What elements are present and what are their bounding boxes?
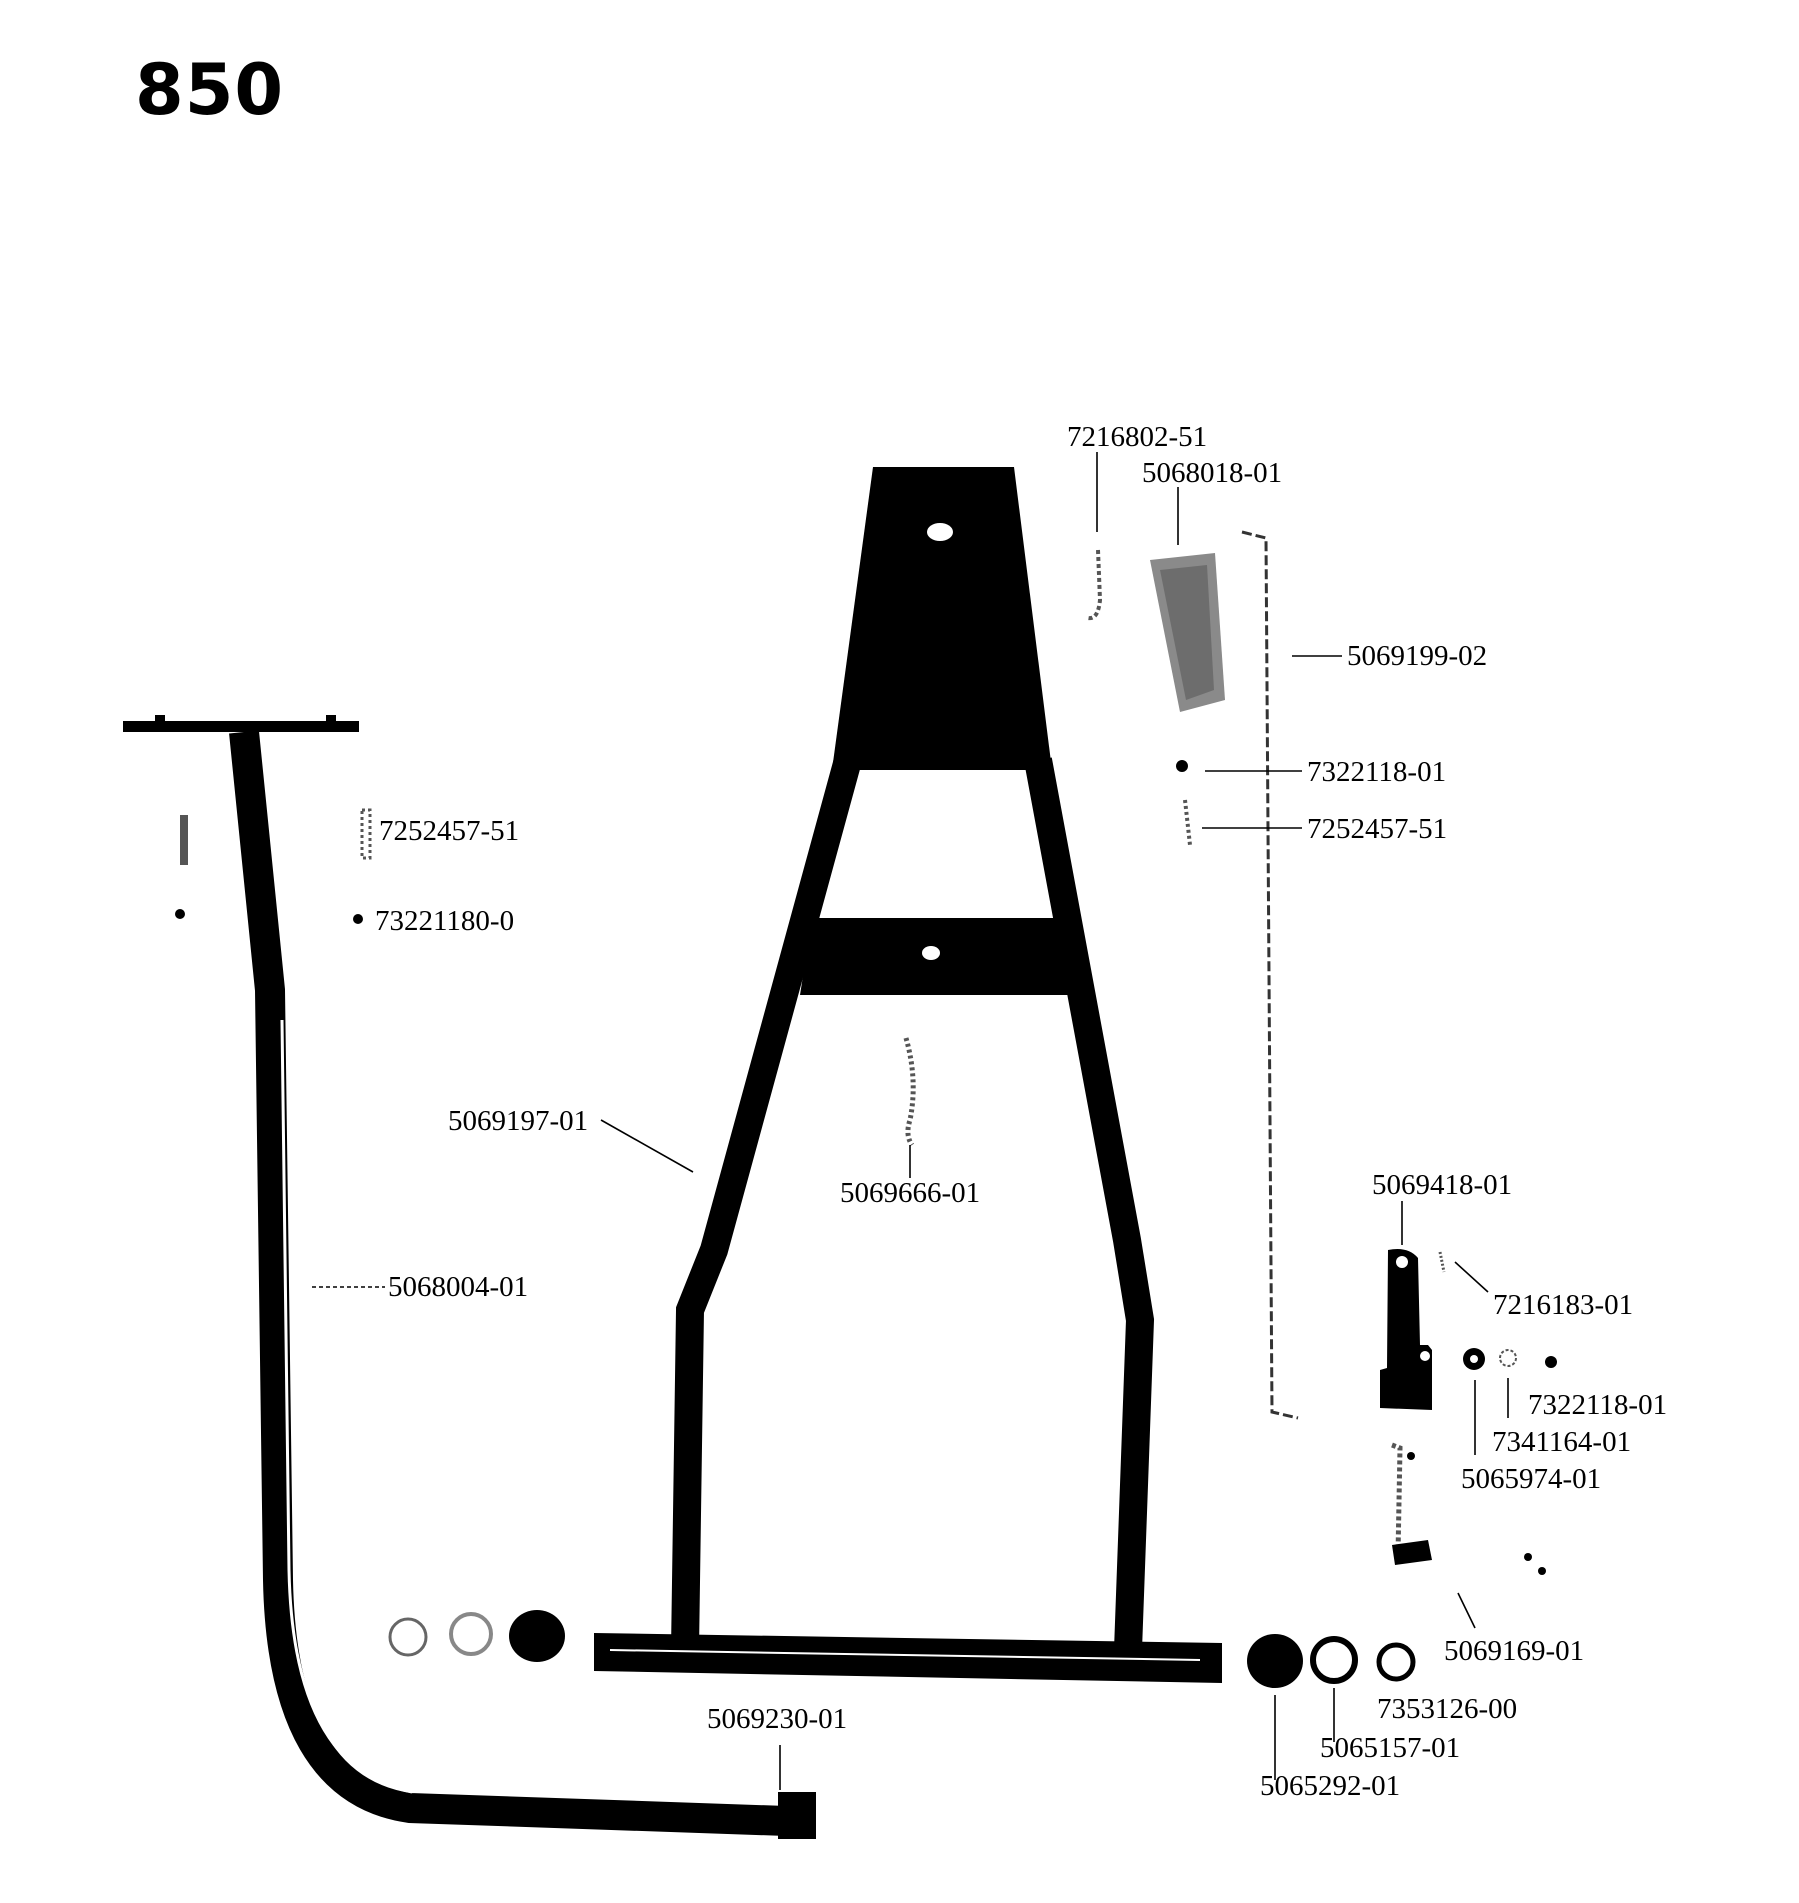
a-frame-cross-hole (922, 946, 940, 960)
spring-block-texture (1160, 565, 1214, 700)
label-5065157-01: 5065157-01 (1320, 1732, 1460, 1764)
bracket (1391, 1442, 1426, 1558)
axle-bar-highlight (609, 1649, 1201, 1661)
label-5069666-01: 5069666-01 (840, 1177, 980, 1209)
label-5069197-01: 5069197-01 (448, 1105, 588, 1137)
long-rod (1241, 530, 1299, 1420)
leg-plate-tab-left (155, 715, 165, 722)
label-7341164-01: 7341164-01 (1492, 1426, 1631, 1458)
bracket-nut-a (1524, 1553, 1532, 1561)
label-7252457-51-right: 7252457-51 (1307, 813, 1447, 845)
leg-plate-tab-right (326, 715, 336, 722)
nut-left-b (353, 914, 363, 924)
nut-lower (1545, 1356, 1557, 1368)
label-5065292-01: 5065292-01 (1260, 1770, 1400, 1802)
bracket-nut-b (1538, 1567, 1546, 1575)
support-leg (123, 715, 816, 1839)
axle-parts (388, 1610, 1416, 1780)
bracket-bolt (1407, 1452, 1415, 1460)
a-frame-left-leg (671, 756, 862, 1651)
bolt-left-b (360, 808, 372, 860)
leg-tube (229, 730, 816, 1837)
leg-tube-highlight (280, 1019, 413, 1794)
leg-foot-plate (123, 721, 359, 732)
lever-hole-top (1396, 1256, 1408, 1268)
a-frame-axle-bar (594, 1633, 1222, 1683)
lever-arm (1380, 1249, 1432, 1410)
nut-upper (1176, 760, 1188, 772)
label-5069199-02: 5069199-02 (1347, 640, 1487, 672)
label-73221180-0: 73221180-0 (375, 905, 514, 937)
small-pin (1438, 1251, 1446, 1273)
page-number: 850 (135, 49, 285, 131)
hub-cap-left (509, 1610, 565, 1662)
upper-right-hardware (1087, 452, 1342, 1420)
left-hardware (175, 808, 372, 924)
washer-left-1 (388, 1617, 428, 1657)
cotter-pin (1087, 549, 1103, 621)
a-frame-right-leg (1024, 757, 1155, 1651)
washer-left-2 (449, 1612, 493, 1656)
washer-right-2 (1376, 1642, 1416, 1682)
label-5069230-01: 5069230-01 (707, 1703, 847, 1735)
a-frame-stand (594, 467, 1222, 1683)
label-5068004-01: 5068004-01 (388, 1271, 528, 1303)
label-7216183-01: 7216183-01 (1493, 1289, 1633, 1321)
label-7252457-51-left: 7252457-51 (379, 815, 519, 847)
a-frame-top-hole (927, 523, 953, 541)
label-7353126-00: 7353126-00 (1377, 1693, 1517, 1725)
label-7216802-51: 7216802-51 (1067, 421, 1207, 453)
a-frame-top-plate (832, 467, 1052, 770)
label-5069418-01: 5069418-01 (1372, 1169, 1512, 1201)
hub-cap-right (1247, 1634, 1303, 1688)
label-5068018-01: 5068018-01 (1142, 457, 1282, 489)
nut-left-a (175, 909, 185, 919)
lever-hole-side (1420, 1351, 1430, 1361)
bolt-left-a (180, 815, 188, 865)
label-7322118-01-bottom: 7322118-01 (1528, 1389, 1667, 1421)
spring-pin (903, 1037, 916, 1178)
bolt-upper (1183, 799, 1192, 846)
bracket-foot (1392, 1540, 1432, 1565)
washer-right-1 (1310, 1636, 1358, 1684)
label-5069169-01: 5069169-01 (1444, 1635, 1584, 1667)
bushing-hole (1470, 1355, 1478, 1363)
lower-right-hardware (1380, 1201, 1557, 1629)
lock-washer (1499, 1349, 1517, 1367)
label-7322118-01-top: 7322118-01 (1307, 756, 1446, 788)
label-5065974-01: 5065974-01 (1461, 1463, 1601, 1495)
leg-tube-end (778, 1792, 816, 1839)
spring-pin-body (903, 1037, 916, 1147)
